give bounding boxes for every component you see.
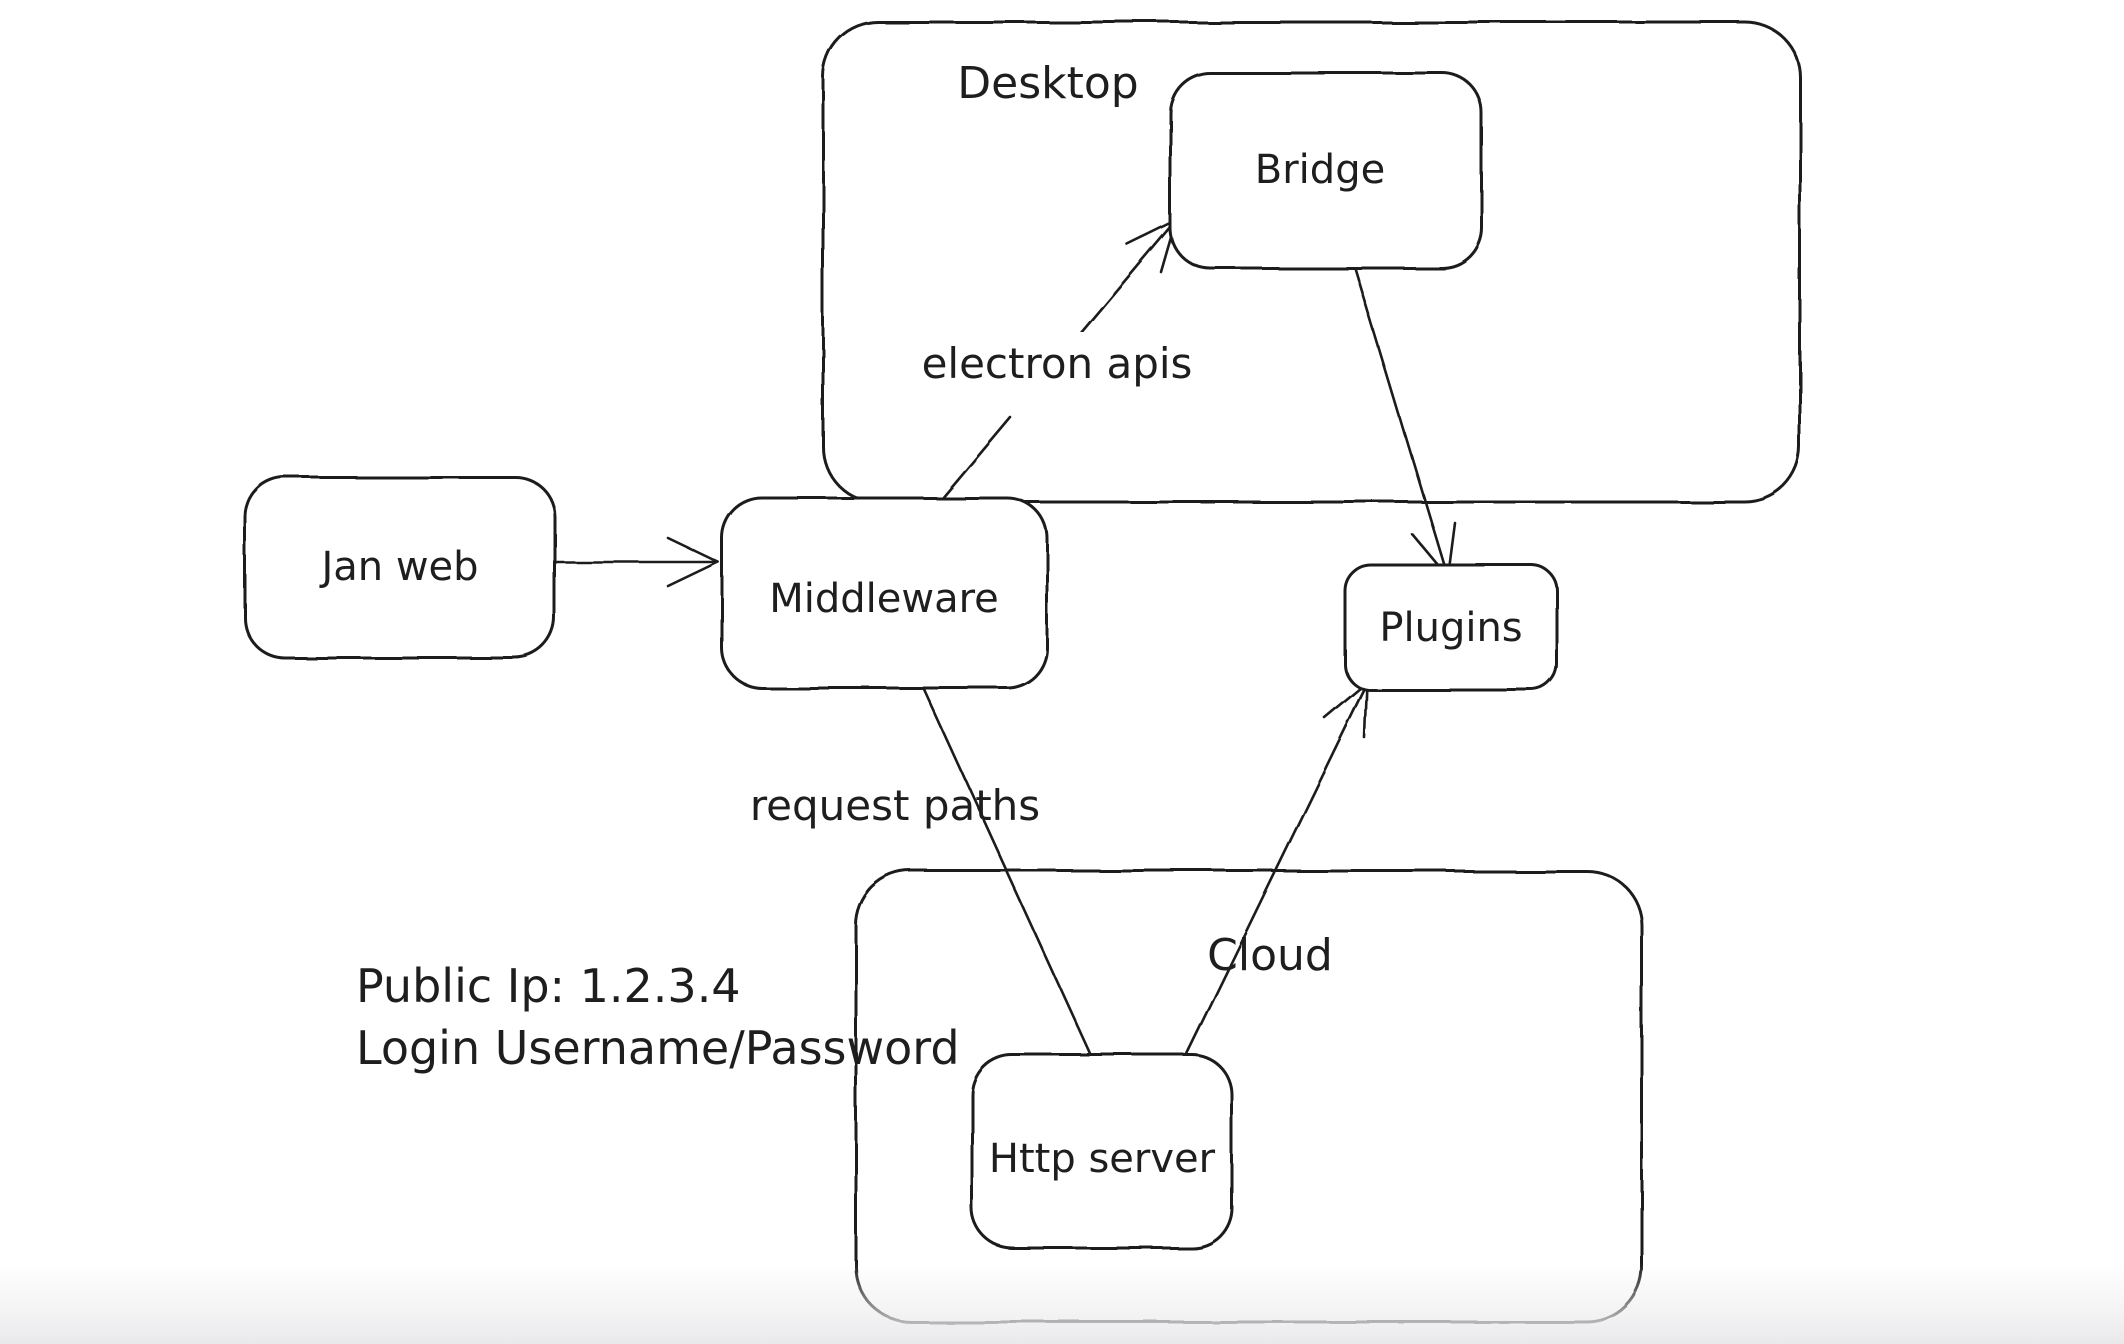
cloud-label: Cloud — [1207, 930, 1333, 981]
bridge-node — [1168, 71, 1484, 270]
edge-bridge-plugins — [1353, 266, 1450, 579]
edge-httpserver-plugins — [1183, 681, 1369, 1059]
desktop-label: Desktop — [957, 58, 1138, 109]
bridge-label: Bridge — [1255, 147, 1385, 193]
middleware-label: Middleware — [769, 576, 999, 622]
edge-middleware-bridge — [940, 218, 1178, 500]
jan-web-node — [243, 475, 557, 660]
bottom-fade — [0, 1262, 2124, 1344]
edge-middleware-httpserver — [921, 685, 1093, 1057]
http-server-label: Http server — [989, 1136, 1216, 1182]
plugins-node — [1343, 563, 1559, 692]
arrowhead-into-middleware — [666, 536, 720, 588]
plugins-label: Plugins — [1379, 605, 1522, 651]
http-server-node — [970, 1053, 1234, 1250]
edge-label-background — [915, 332, 1200, 390]
middleware-node — [720, 496, 1049, 690]
annotation-login: Login Username/Password — [356, 1021, 960, 1075]
arrowhead-into-plugins-bottom — [1323, 681, 1369, 740]
edge-label-request-paths: request paths — [750, 781, 1040, 830]
annotation-public-ip: Public Ip: 1.2.3.4 — [356, 959, 741, 1013]
edge-label-electron-apis: electron apis — [922, 339, 1193, 388]
jan-web-label: Jan web — [318, 544, 478, 590]
desktop-container — [821, 20, 1802, 504]
